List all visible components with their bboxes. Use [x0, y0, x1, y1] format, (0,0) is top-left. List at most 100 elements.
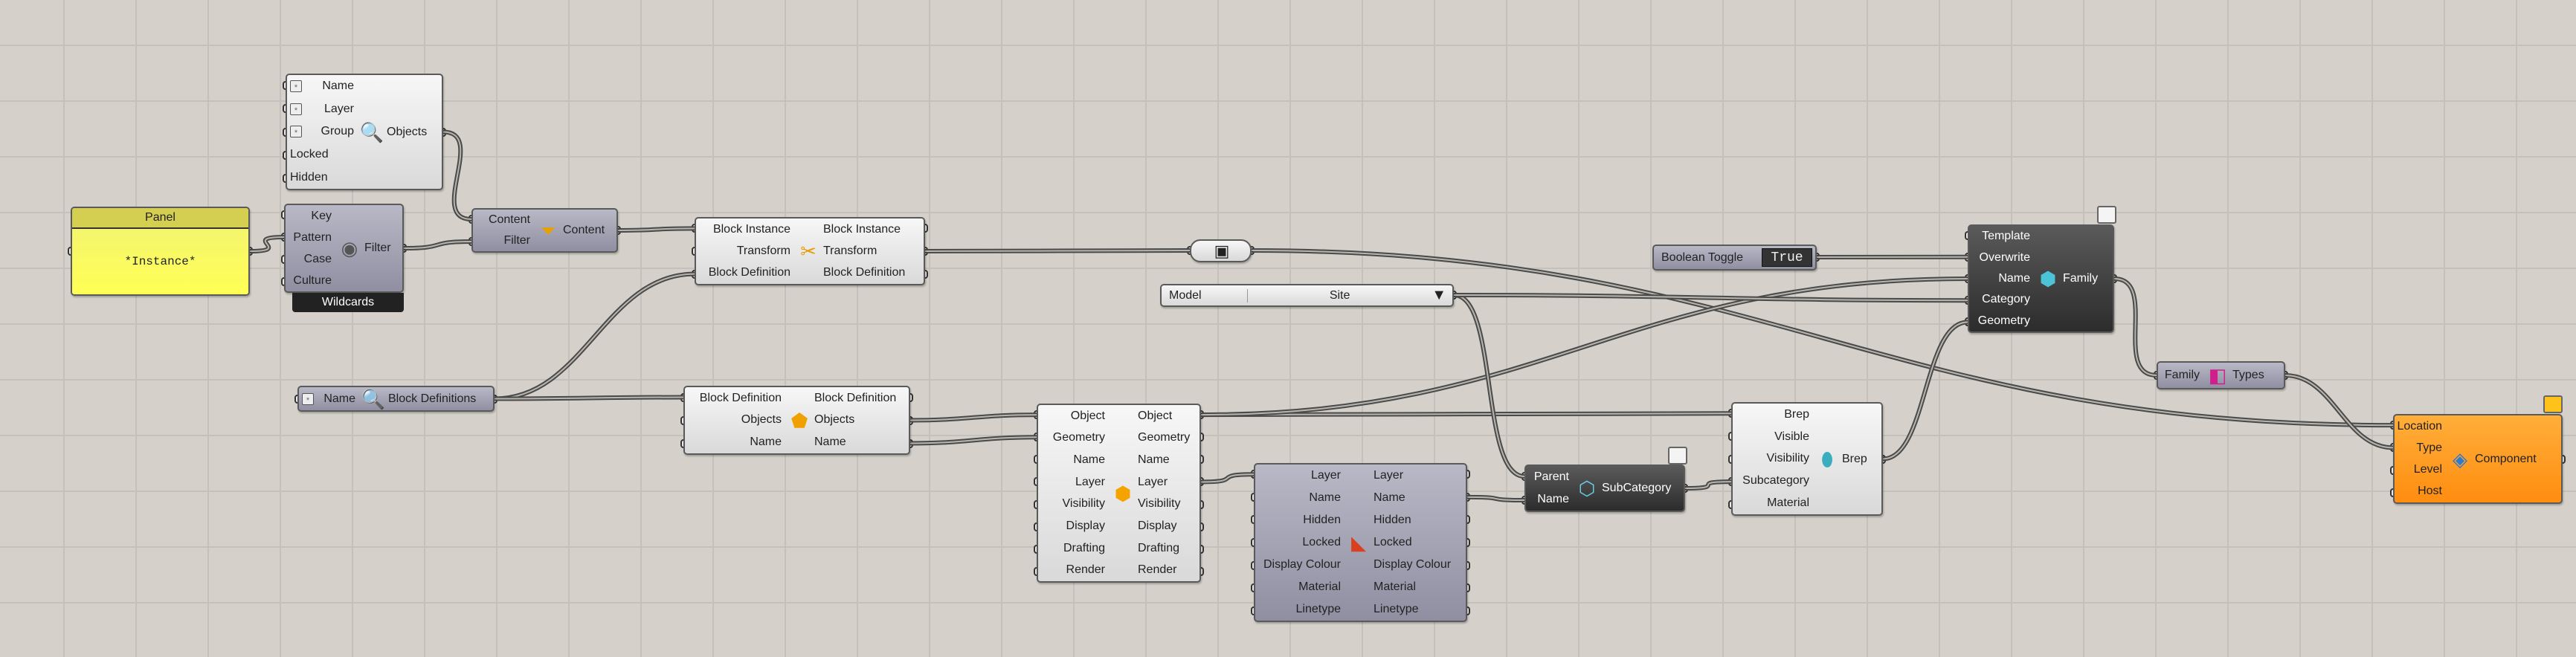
wire[interactable]	[1200, 473, 1255, 483]
toggle-label: Boolean Toggle	[1661, 250, 1744, 264]
input-display-colour: Display Colour	[1263, 558, 1341, 572]
input-visibility: Visibility	[1767, 452, 1810, 465]
wire[interactable]	[494, 273, 695, 400]
subcategory-label: Subcategory	[1742, 474, 1809, 488]
wire[interactable]	[249, 236, 285, 252]
outputs: Brep	[1842, 404, 1867, 514]
render-label: Render	[1066, 563, 1105, 577]
relay-component[interactable]: ▣	[1190, 239, 1252, 262]
output-brep: Brep	[1842, 452, 1867, 465]
wire[interactable]	[1466, 496, 1525, 501]
family-types-icon: ◧	[2208, 364, 2227, 386]
category-label: Category	[1982, 293, 2030, 306]
panel-content[interactable]: *Instance*	[72, 229, 248, 294]
wire[interactable]	[617, 227, 695, 231]
toggle-value[interactable]: True	[1762, 248, 1812, 267]
wire[interactable]	[442, 131, 472, 220]
input-template: Template	[1982, 230, 2030, 243]
outputs: Content	[563, 210, 605, 251]
output-layer: Layer	[1374, 469, 1404, 482]
regex-icon: ◉	[341, 237, 358, 259]
input-type: Type	[2416, 441, 2442, 455]
wire[interactable]	[1453, 294, 1525, 477]
wire[interactable]	[1200, 412, 1732, 416]
input-name: Name	[750, 436, 782, 449]
wire[interactable]	[909, 436, 1037, 444]
output-drafting: Drafting	[1138, 541, 1180, 554]
wire[interactable]	[1882, 321, 1968, 460]
input-material: Material	[1767, 496, 1809, 510]
boolean-toggle[interactable]: Boolean Toggle True	[1652, 245, 1817, 271]
panel-component[interactable]: Panel*Instance*	[71, 207, 250, 296]
wire[interactable]	[494, 396, 684, 400]
chevron-down-icon[interactable]: ▼	[1432, 287, 1446, 303]
outputs: Objects	[387, 75, 427, 189]
output-name: Name	[814, 436, 846, 449]
layer-label: Layer	[1310, 469, 1341, 482]
wire[interactable]	[924, 250, 1191, 252]
output-block-definitions: Block Definitions	[388, 392, 477, 405]
comment-bubble-icon[interactable]	[1668, 447, 1687, 465]
wire[interactable]	[1251, 250, 2394, 427]
input-material: Material	[1298, 580, 1341, 594]
output-block-definition: Block Definition	[823, 266, 906, 279]
wildcards-footer: Wildcards	[292, 293, 404, 312]
star-icon: *	[302, 392, 314, 405]
key-label: Key	[311, 209, 332, 222]
dropdown-value[interactable]: Site	[1329, 288, 1350, 302]
family-label: Family	[2164, 369, 2200, 381]
wire[interactable]	[403, 241, 472, 249]
comment-bubble-icon[interactable]	[2543, 395, 2563, 413]
input-render: Render	[1066, 563, 1105, 577]
input-block-definition: Block Definition	[700, 392, 782, 405]
wire[interactable]	[2284, 375, 2394, 449]
output-component: Component	[2475, 452, 2537, 465]
geometry-label: Geometry	[1052, 431, 1105, 444]
drafting-label: Drafting	[1063, 541, 1105, 554]
output-name: Name	[1138, 453, 1170, 467]
wire[interactable]	[1453, 294, 1968, 302]
wire[interactable]	[1684, 481, 1732, 489]
input-block-instance: Block Instance	[713, 223, 790, 236]
input-level: Level	[2414, 463, 2442, 476]
material-label: Material	[1298, 580, 1341, 593]
wire[interactable]	[909, 414, 1037, 421]
family-icon: ⬢	[2039, 268, 2057, 290]
visible-label: Visible	[1774, 430, 1809, 443]
output-display-colour: Display Colour	[1374, 558, 1452, 571]
wire[interactable]	[1200, 278, 1968, 416]
star-icon: *	[290, 126, 302, 138]
input-content: Content	[489, 213, 530, 227]
wire[interactable]	[2113, 278, 2157, 376]
input-key: Key	[311, 210, 332, 223]
output-objects: Objects	[814, 413, 855, 427]
explode-block-icon: ✂	[800, 240, 817, 262]
input-name: Name	[1309, 491, 1341, 505]
input-culture: Culture	[293, 274, 332, 288]
input-overwrite: Overwrite	[1980, 251, 2030, 265]
comment-bubble-icon[interactable]	[2097, 206, 2116, 224]
input-family: Family	[2165, 369, 2200, 382]
output-block-definition: Block Definition	[814, 391, 897, 404]
